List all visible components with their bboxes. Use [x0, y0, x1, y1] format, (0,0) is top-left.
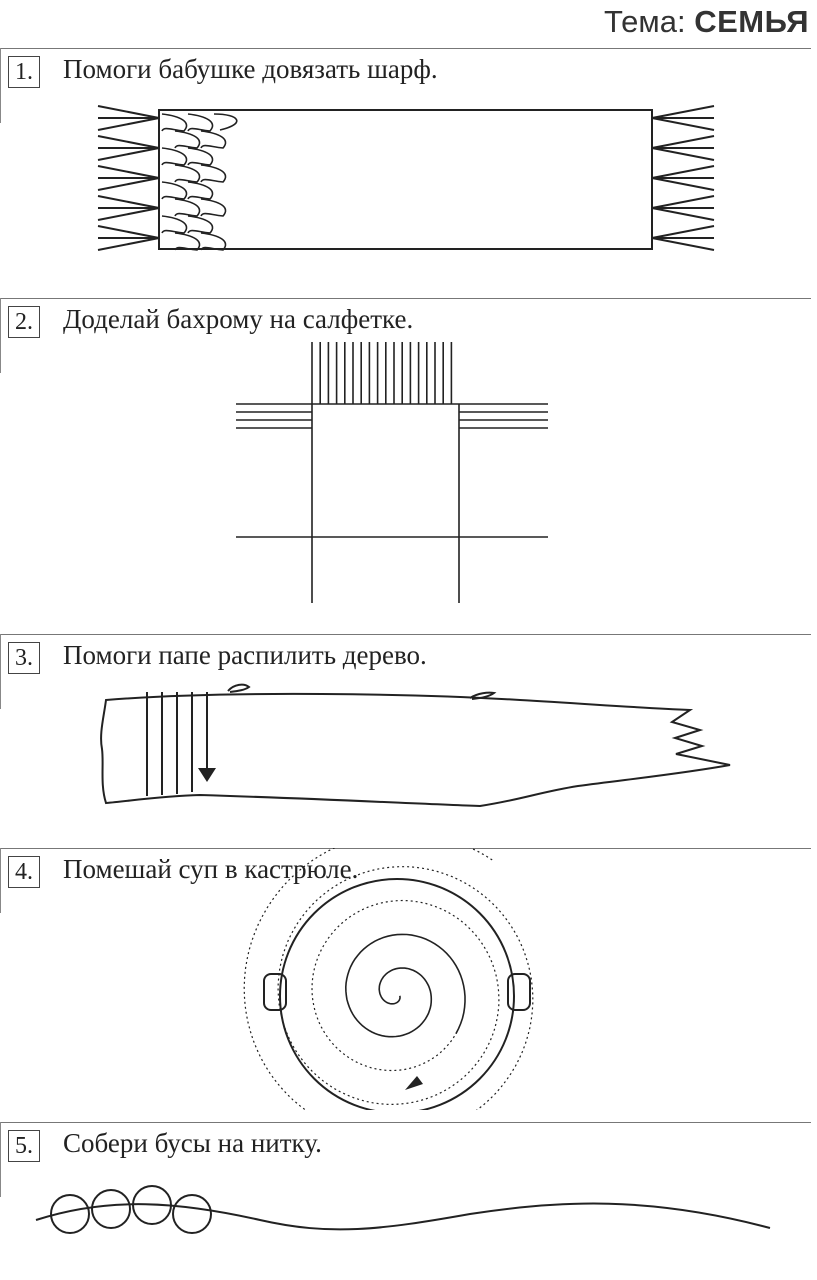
task-number: 3. — [8, 642, 40, 674]
beads-drawing[interactable] — [0, 1122, 817, 1280]
task-1: 1. Помоги бабушке довязать шарф. — [0, 48, 817, 288]
bead — [92, 1190, 130, 1228]
stroke-line — [98, 196, 159, 208]
knit-stitch — [175, 131, 200, 148]
knit-stitch — [175, 233, 200, 250]
pot-handle-left — [264, 974, 286, 1010]
bead — [133, 1186, 171, 1224]
knit-stitch — [162, 148, 187, 165]
task-number: 5. — [8, 1130, 40, 1162]
task-4: 4. Помешай суп в кастрюле. — [0, 848, 817, 1110]
stroke-line — [652, 226, 714, 238]
knit-stitch — [201, 131, 226, 148]
stroke-line — [98, 226, 159, 238]
stroke-line — [652, 136, 714, 148]
section-divider — [0, 48, 811, 49]
knit-stitch — [201, 233, 226, 250]
stroke-line — [98, 166, 159, 178]
section-divider — [0, 298, 811, 299]
bead — [51, 1195, 89, 1233]
knit-stitch — [188, 182, 213, 199]
pot-handle-right — [508, 974, 530, 1010]
log-drawing[interactable] — [0, 634, 817, 834]
task-number: 4. — [8, 856, 40, 888]
pot-drawing[interactable] — [0, 848, 817, 1110]
section-divider — [0, 634, 811, 635]
margin-mark — [0, 48, 1, 123]
log-knot — [228, 685, 249, 692]
knit-stitch — [214, 114, 237, 130]
stroke-line — [652, 178, 714, 190]
knit-stitch — [188, 148, 213, 165]
stroke-line — [98, 136, 159, 148]
margin-mark — [0, 298, 1, 373]
section-divider — [0, 848, 811, 849]
margin-mark — [0, 634, 1, 709]
knit-stitch — [201, 165, 226, 182]
knit-stitch — [162, 114, 187, 131]
thread — [36, 1204, 770, 1230]
stroke-line — [98, 238, 159, 250]
stroke-line — [98, 178, 159, 190]
log-outline — [101, 694, 730, 806]
knit-stitch — [188, 216, 213, 233]
task-title: Собери бусы на нитку. — [63, 1128, 322, 1158]
stroke-line — [652, 196, 714, 208]
knit-stitch — [175, 199, 200, 216]
arrow-down-icon — [198, 768, 216, 782]
margin-mark — [0, 1122, 1, 1197]
stroke-line — [652, 166, 714, 178]
scarf-knit-pattern — [162, 114, 237, 250]
topic-header: Тема: СЕМЬЯ — [604, 4, 809, 40]
stroke-line — [98, 118, 159, 130]
task-title: Доделай бахрому на салфетке. — [63, 304, 414, 334]
task-title: Помоги бабушке довязать шарф. — [63, 54, 438, 84]
napkin-top-fringe — [312, 342, 451, 404]
section-divider — [0, 1122, 811, 1123]
stroke-line — [652, 148, 714, 160]
knit-stitch — [188, 114, 213, 131]
task-title: Помешай суп в кастрюле. — [63, 854, 359, 884]
stroke-line — [652, 106, 714, 118]
margin-mark — [0, 848, 1, 913]
napkin-right-fringe — [459, 404, 548, 428]
log-knot — [470, 693, 494, 699]
topic-prefix: Тема: — [603, 4, 686, 39]
knit-stitch — [162, 216, 187, 233]
task-number: 1. — [8, 56, 40, 88]
task-5: 5. Собери бусы на нитку. — [0, 1122, 817, 1280]
task-2: 2. Доделай бахрому на салфетке. — [0, 298, 817, 628]
task-3: 3. Помоги папе распилить дерево. — [0, 634, 817, 834]
stroke-line — [98, 208, 159, 220]
scarf-right-fringe — [652, 106, 714, 250]
scarf-body — [159, 110, 652, 249]
pot-rim — [280, 879, 514, 1110]
napkin-drawing[interactable] — [0, 298, 817, 628]
arrow-icon — [405, 1076, 423, 1090]
stir-spiral-path — [346, 934, 465, 1036]
knit-stitch — [175, 165, 200, 182]
bead — [173, 1195, 211, 1233]
knit-stitch — [201, 199, 226, 216]
task-number: 2. — [8, 306, 40, 338]
napkin-left-fringe — [236, 404, 312, 428]
task-title: Помоги папе распилить дерево. — [63, 640, 427, 670]
stroke-line — [98, 106, 159, 118]
stroke-line — [652, 208, 714, 220]
knit-stitch — [162, 182, 187, 199]
stir-spiral-dotted — [244, 848, 533, 1110]
scarf-drawing[interactable] — [0, 48, 817, 288]
stroke-line — [652, 238, 714, 250]
stroke-line — [98, 148, 159, 160]
topic-name: СЕМЬЯ — [694, 4, 809, 39]
stroke-line — [652, 118, 714, 130]
scarf-left-fringe — [98, 106, 159, 250]
